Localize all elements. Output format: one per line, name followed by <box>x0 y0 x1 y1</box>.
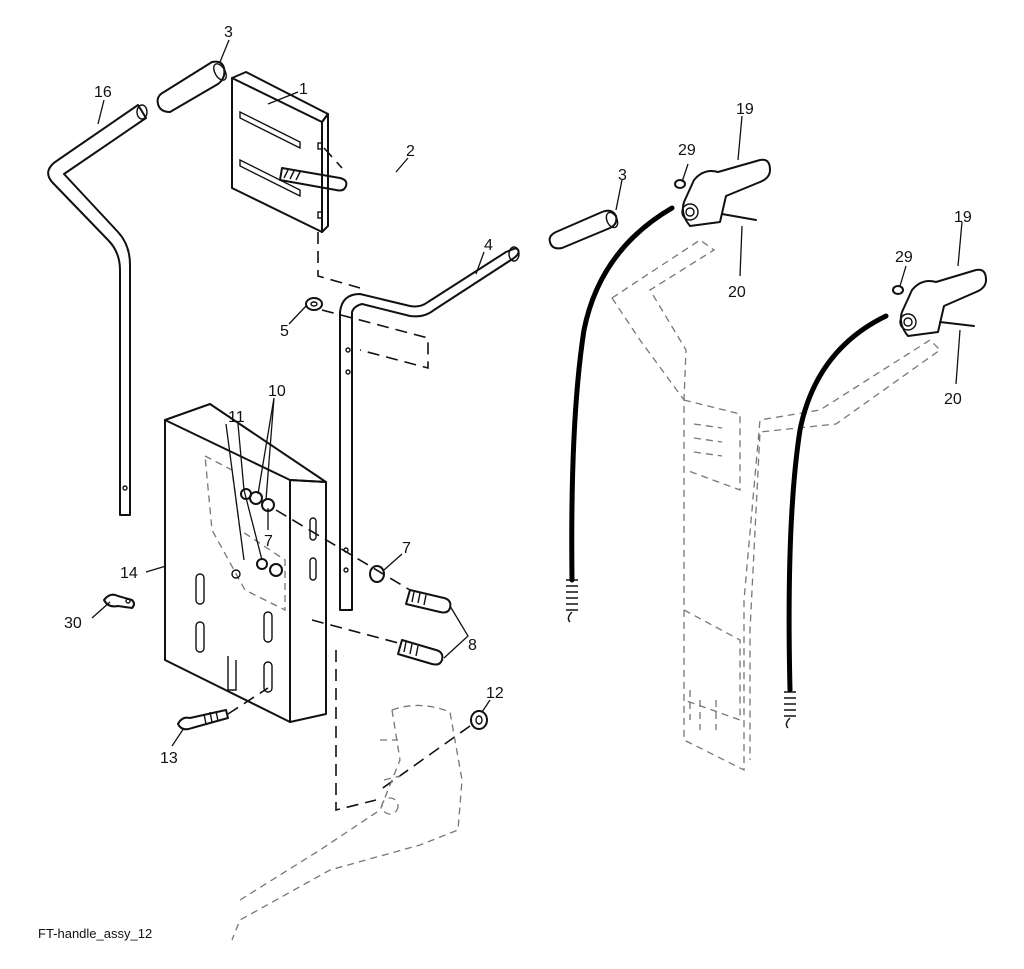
callout-30: 30 <box>64 615 82 632</box>
part-8-bolts <box>275 509 452 666</box>
callout-29-left: 29 <box>678 142 696 159</box>
callout-20-right: 20 <box>944 391 962 408</box>
lower-frame-ghost <box>231 650 463 941</box>
part-19-lever-left <box>681 158 771 227</box>
assembly-line-plate <box>317 232 361 289</box>
cable-left <box>566 205 675 623</box>
leader-lines <box>91 39 963 747</box>
part-29-nuts <box>674 179 904 295</box>
callout-1: 1 <box>299 81 308 98</box>
part-16-handle-rod <box>47 104 148 516</box>
assembly-line-nut <box>321 309 429 370</box>
part-1-bracket-plate <box>231 71 329 233</box>
callout-10: 10 <box>268 383 286 400</box>
callout-4: 4 <box>484 237 493 254</box>
callout-labels: 3 16 1 2 4 5 3 19 29 20 19 29 20 10 11 7… <box>64 24 972 767</box>
part-13-bolt <box>177 687 269 731</box>
part-4-upper-handle <box>339 246 520 611</box>
part-3-grip-middle <box>548 209 619 250</box>
callout-7-right: 7 <box>402 540 411 557</box>
part-3-grip-top <box>156 60 227 113</box>
part-2-bolt <box>279 147 348 192</box>
part-12-nut <box>379 710 488 791</box>
callout-19-left: 19 <box>736 101 754 118</box>
callout-20-left: 20 <box>728 284 746 301</box>
part-5-nut <box>305 297 323 311</box>
callout-2: 2 <box>406 143 415 160</box>
callout-19-right: 19 <box>954 209 972 226</box>
callout-5: 5 <box>280 323 289 340</box>
ghost-handle-frame <box>611 239 942 772</box>
callout-16: 16 <box>94 84 112 101</box>
part-30-clamp <box>103 593 135 609</box>
callout-11: 11 <box>228 409 245 426</box>
callout-29-right: 29 <box>895 249 913 266</box>
callout-7-left: 7 <box>264 533 273 550</box>
part-19-lever-right <box>899 268 987 337</box>
part-20-pins <box>721 213 975 327</box>
callout-3-middle: 3 <box>618 167 627 184</box>
callout-3-top: 3 <box>224 24 233 41</box>
callout-14: 14 <box>120 565 138 582</box>
part-14-mounting-plate <box>164 403 327 723</box>
diagram-caption: FT-handle_assy_12 <box>38 926 152 941</box>
callout-12: 12 <box>486 685 504 702</box>
callout-8: 8 <box>468 637 477 654</box>
cable-right <box>784 313 889 729</box>
callout-13: 13 <box>160 750 178 767</box>
